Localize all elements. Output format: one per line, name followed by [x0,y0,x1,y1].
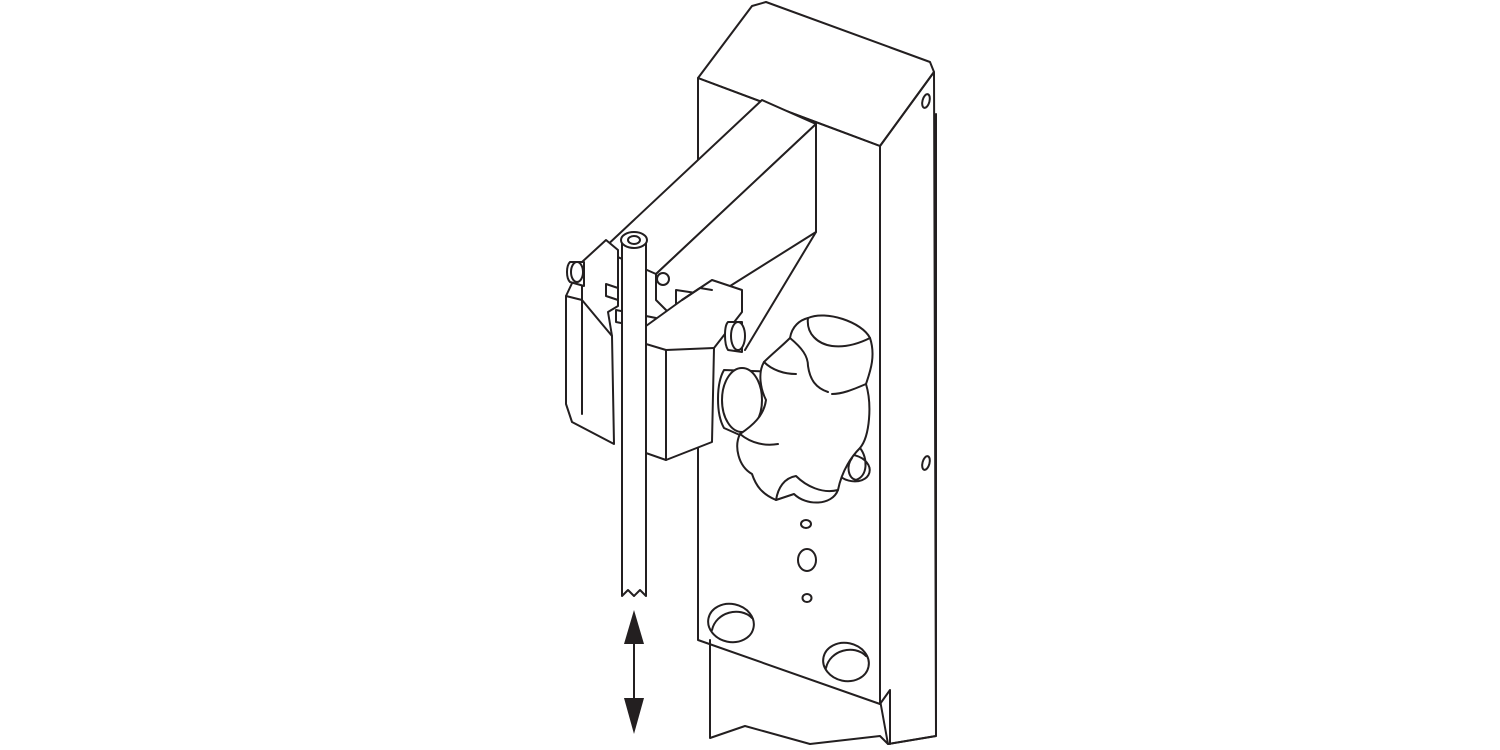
plate-bottom-step [879,689,891,745]
star-knob [717,314,874,504]
clamp-block [565,239,743,461]
clamp-right-jaw [625,279,743,461]
screw-left-head [570,261,584,283]
clamp-screw [566,261,746,353]
large-hole-left [707,602,755,644]
small-hole-c [801,593,813,603]
arrow-head-down [624,698,644,734]
small-hole-a [800,519,812,529]
arrow-head-up [624,610,644,644]
knob-ridges [739,317,871,501]
side-hole-upper [921,93,931,109]
screw-right-head [730,321,746,351]
large-hole-right-rim [825,648,867,669]
clamp-top-hole [656,272,670,286]
small-hole-b [797,548,817,572]
clamp-slot [605,283,619,301]
rod [620,231,648,597]
arm-underside [744,231,817,351]
mounting-plate [697,1,937,745]
large-hole-right [822,641,870,683]
mounting-holes [707,453,871,683]
clamp-right-recess [681,287,713,301]
arm-front-face [655,123,817,321]
plate-side-face [879,71,937,745]
clamp-left-jaw-edge [565,261,613,415]
large-hole-left-rim [711,610,753,631]
side-hole-lower [921,455,931,471]
rod-body [621,239,647,597]
rod-bore [627,235,641,245]
knob-underside [847,447,867,481]
double-arrow-icon [624,610,644,734]
